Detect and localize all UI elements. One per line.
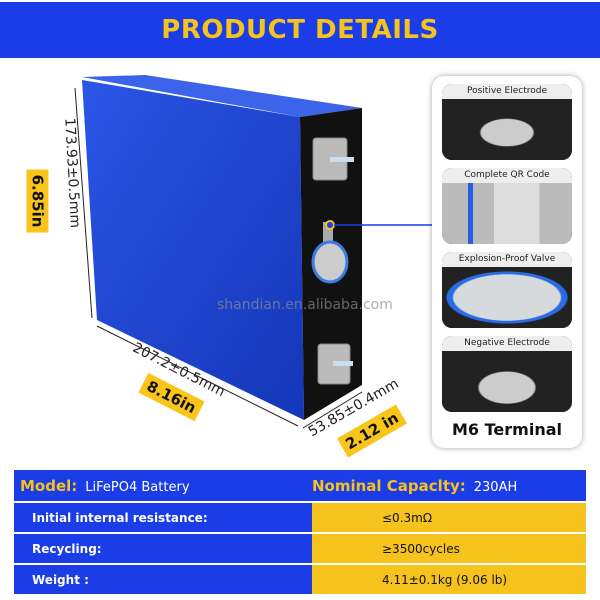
battery-front-face: [82, 80, 304, 420]
height-in-badge: 6.85in: [26, 169, 49, 233]
height-dimension-line: [74, 87, 93, 319]
terminal-detail-panel: Positive Electrode Complete QR Code Expl…: [432, 76, 582, 448]
capacity-value: 230AH: [473, 480, 518, 495]
valve: [311, 222, 349, 284]
negative-terminal: [317, 343, 353, 385]
m6-terminal-label: M6 Terminal: [452, 420, 562, 439]
length-dimension-line: [96, 325, 299, 427]
qr-code-marker: [325, 220, 335, 230]
header-banner: PRODUCT DETAILS: [0, 2, 600, 58]
explosion-proof-valve-card: Explosion-Proof Valve: [442, 252, 572, 328]
capacity-label: Nominal Capaclty:: [312, 477, 466, 495]
page-title: PRODUCT DETAILS: [161, 15, 439, 45]
qr-code-card: Complete QR Code: [442, 168, 572, 244]
table-row: Recycling:≥3500cycles: [14, 534, 586, 565]
spec-table: Model: LiFePO4 Battery Nominal Capaclty: 2…: [14, 470, 586, 598]
watermark: shandian.en.alibaba.com: [217, 297, 393, 313]
model-label: Model:: [20, 477, 78, 495]
battery-top-face: [82, 75, 362, 117]
model-value: LiFePO4 Battery: [85, 480, 190, 495]
table-row: Initial internal resistance:≤0.3mΩ: [14, 503, 586, 534]
width-dimension-line: [302, 391, 363, 429]
positive-electrode-card: Positive Electrode: [442, 84, 572, 160]
table-row: Weight :4.11±0.1kg (9.06 lb): [14, 565, 586, 596]
positive-terminal: [312, 137, 354, 181]
negative-electrode-card: Negative Electrode: [442, 336, 572, 412]
spec-header-row: Model: LiFePO4 Battery Nominal Capaclty: 2…: [14, 470, 586, 503]
